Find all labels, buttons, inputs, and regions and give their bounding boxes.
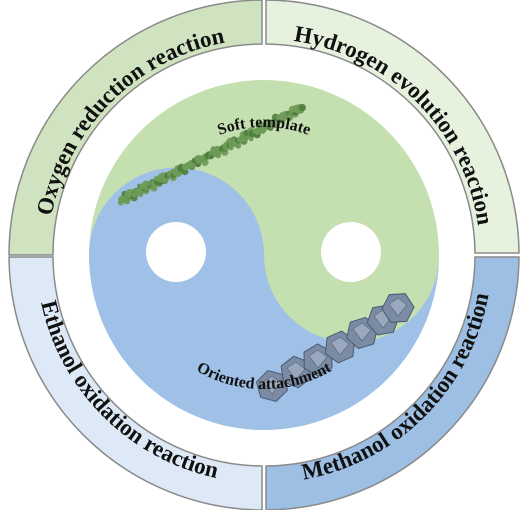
right-dot: [321, 222, 381, 282]
nanowire-particle: [171, 168, 177, 174]
polyhedron-facet: [388, 297, 408, 317]
ring-segment-methanol: [265, 256, 520, 510]
polyhedron-facet: [262, 375, 282, 395]
polyhedron-facet: [330, 336, 350, 356]
ring-segment-hydrogen: [265, 0, 520, 254]
nanowire-particle: [298, 104, 306, 112]
polyhedra-chain-icon: [255, 293, 415, 403]
polyhedron-facet: [308, 349, 328, 369]
left-dot: [146, 222, 206, 282]
ring-segment-oxygen: [8, 0, 263, 256]
nanowire-icon: [117, 103, 306, 206]
ring-segment-ethanol: [8, 256, 263, 510]
polyhedron-facet: [352, 322, 372, 342]
